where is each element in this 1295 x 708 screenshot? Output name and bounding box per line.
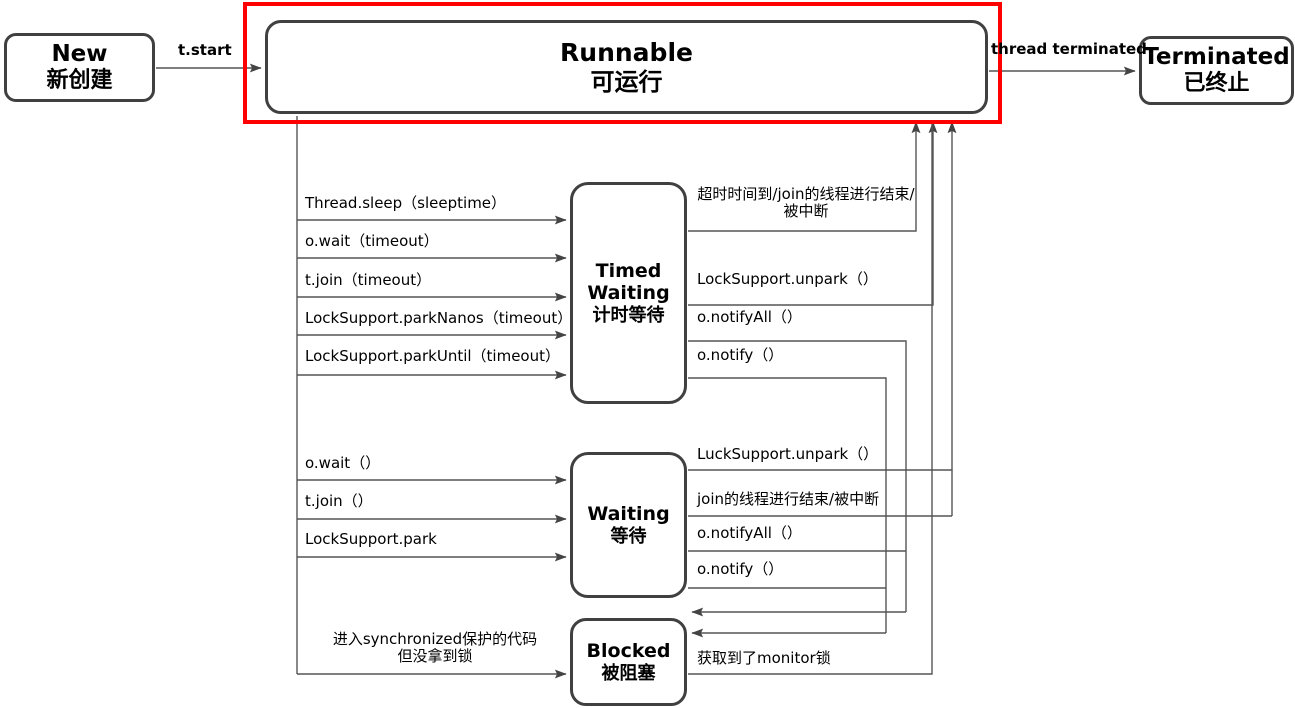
state-terminated-label-cn: 已终止 xyxy=(1183,71,1250,97)
edge-label-to-blocked-line1: 进入synchronized保护的代码 xyxy=(332,630,538,648)
state-box-terminated[interactable]: Terminated 已终止 xyxy=(1139,36,1294,105)
edge-label-t-join-timeout: t.join（timeout） xyxy=(305,271,432,289)
state-runnable-label-en: Runnable xyxy=(560,38,693,68)
edge-label-timeout-reached-line2: 被中断 xyxy=(783,202,829,221)
state-box-waiting[interactable]: Waiting 等待 xyxy=(570,452,687,598)
state-box-timed-waiting[interactable]: Timed Waiting 计时等待 xyxy=(570,182,687,404)
state-box-new[interactable]: New 新创建 xyxy=(4,33,155,102)
state-new-label-en: New xyxy=(51,40,108,67)
edge-label-thread-terminated: thread terminated xyxy=(991,40,1147,58)
state-blocked-label-en: Blocked xyxy=(586,640,671,663)
edge-label-t-start: t.start xyxy=(178,41,232,59)
edge-label-timeout-reached-line1: 超时时间到/join的线程进行结束/ xyxy=(697,185,915,203)
edge-label-timeout-reached: 超时时间到/join的线程进行结束/ 被中断 xyxy=(697,185,915,221)
edge-label-from-blocked: 获取到了monitor锁 xyxy=(697,649,831,667)
edge-label-waiting-unpark: LuckSupport.unpark（） xyxy=(697,445,879,463)
edge-label-to-blocked: 进入synchronized保护的代码 但没拿到锁 xyxy=(305,630,565,666)
state-waiting-label-cn: 等待 xyxy=(610,525,647,547)
state-box-blocked[interactable]: Blocked 被阻塞 xyxy=(570,618,687,706)
state-timed-waiting-label-cn: 计时等待 xyxy=(592,304,665,326)
edge-label-waiting-notifyall: o.notifyAll（） xyxy=(697,524,802,542)
edge-label-timed-notify: o.notify（） xyxy=(697,346,784,364)
edge-label-thread-sleep: Thread.sleep（sleeptime） xyxy=(305,194,507,212)
state-terminated-label-en: Terminated xyxy=(1143,43,1290,70)
state-runnable-label-cn: 可运行 xyxy=(590,67,663,96)
state-box-runnable[interactable]: Runnable 可运行 xyxy=(265,20,988,114)
runnable-highlight-box xyxy=(243,2,1002,124)
edge-label-locksupport-park: LockSupport.park xyxy=(305,530,437,548)
edge-label-parknanos: LockSupport.parkNanos（timeout） xyxy=(305,309,573,327)
edge-label-waiting-join-finished: join的线程进行结束/被中断 xyxy=(697,490,880,508)
edge-waiting-unpark xyxy=(688,121,957,471)
state-new-label-cn: 新创建 xyxy=(46,68,113,94)
edge-label-t-join: t.join（） xyxy=(305,492,373,510)
edge-label-timed-notifyall: o.notifyAll（） xyxy=(697,308,802,326)
edge-label-parkuntil: LockSupport.parkUntil（timeout） xyxy=(305,347,560,365)
edge-label-o-wait: o.wait（） xyxy=(305,454,381,472)
edge-label-waiting-notify: o.notify（） xyxy=(697,560,784,578)
edge-label-timed-unpark: LockSupport.unpark（） xyxy=(697,270,878,288)
edge-label-to-blocked-line2: 但没拿到锁 xyxy=(397,647,473,666)
state-blocked-label-cn: 被阻塞 xyxy=(601,662,656,684)
state-timed-waiting-label-en1: Timed xyxy=(595,259,662,282)
state-waiting-label-en: Waiting xyxy=(587,503,670,526)
state-timed-waiting-label-en2: Waiting xyxy=(587,282,670,305)
edge-label-o-wait-timeout: o.wait（timeout） xyxy=(305,232,439,250)
